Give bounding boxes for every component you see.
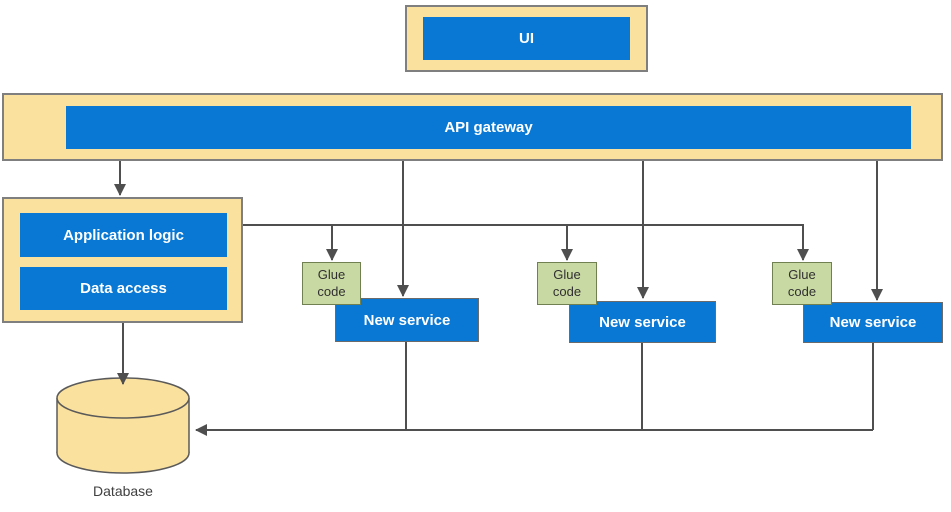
glue-code-1-node: Glue code <box>302 262 361 305</box>
data-access-node: Data access <box>20 267 227 310</box>
ui-node: UI <box>423 17 630 60</box>
arrow-app-to-glue3 <box>243 224 809 261</box>
api-gateway-container: API gateway <box>2 93 943 161</box>
glue-code-2-node: Glue code <box>537 262 597 305</box>
new-service-2-node: New service <box>569 301 716 343</box>
ui-container: UI <box>405 5 648 72</box>
legacy-app-container: Application logic Data access <box>2 197 243 323</box>
new-service-3-node: New service <box>803 302 943 343</box>
new-service-1-node: New service <box>335 298 479 342</box>
database-label: Database <box>93 483 153 499</box>
api-gateway-node: API gateway <box>66 106 911 149</box>
database-cylinder-shape <box>56 377 190 474</box>
application-logic-node: Application logic <box>20 213 227 257</box>
glue-code-3-node: Glue code <box>772 262 832 305</box>
